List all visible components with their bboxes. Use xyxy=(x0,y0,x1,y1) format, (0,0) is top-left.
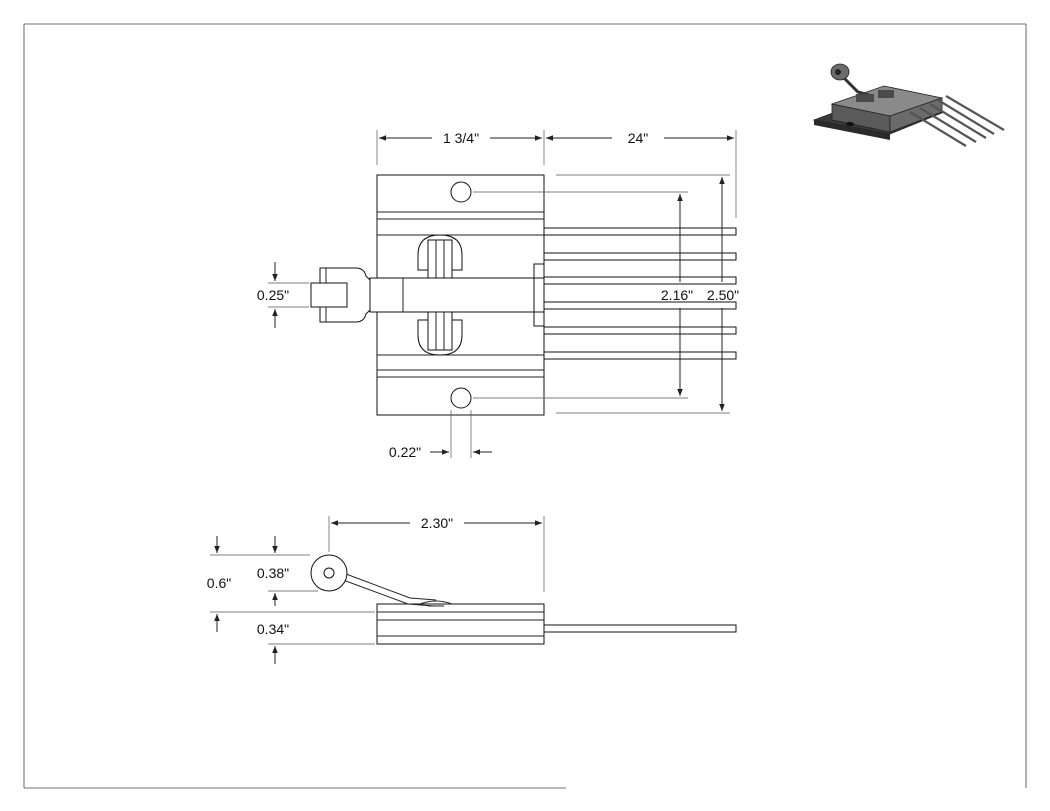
side-view xyxy=(310,554,737,645)
mounting-hole-bottom xyxy=(450,387,472,409)
label-overall-thickness: 0.6" xyxy=(207,575,231,591)
dim-side-length: 2.30" xyxy=(328,515,545,592)
dim-lead-length: 24" xyxy=(546,130,737,218)
dim-width-top: 1 3/4" xyxy=(376,130,545,165)
mounting-hole-top xyxy=(450,181,472,203)
label-side-length: 2.30" xyxy=(421,515,453,531)
dim-body-thickness: 0.34" xyxy=(257,621,375,664)
isometric-view xyxy=(812,63,1005,147)
label-width-top: 1 3/4" xyxy=(443,130,479,146)
lead-wires xyxy=(543,227,737,360)
dim-hole-diameter: 0.22" xyxy=(389,410,492,460)
top-view xyxy=(310,174,737,416)
dim-hole-spacing: 2.16" xyxy=(473,191,693,399)
label-hole-spacing: 2.16" xyxy=(661,287,693,303)
roller-top xyxy=(417,234,463,279)
label-body-thickness: 0.34" xyxy=(257,621,289,637)
dim-roller-diameter: 0.38" xyxy=(257,536,318,606)
label-roller-diameter: 0.38" xyxy=(257,565,289,581)
label-tab-width: 0.25" xyxy=(257,287,289,303)
dim-overall-height: 2.50" xyxy=(556,174,739,414)
label-hole-diameter: 0.22" xyxy=(389,444,421,460)
dim-tab-width: 0.25" xyxy=(257,262,309,328)
dim-overall-thickness: 0.6" xyxy=(207,536,375,632)
drawing-border xyxy=(23,23,1027,789)
label-lead-length: 24" xyxy=(628,130,649,146)
roller-bottom xyxy=(417,311,463,356)
label-overall-height: 2.50" xyxy=(707,287,739,303)
